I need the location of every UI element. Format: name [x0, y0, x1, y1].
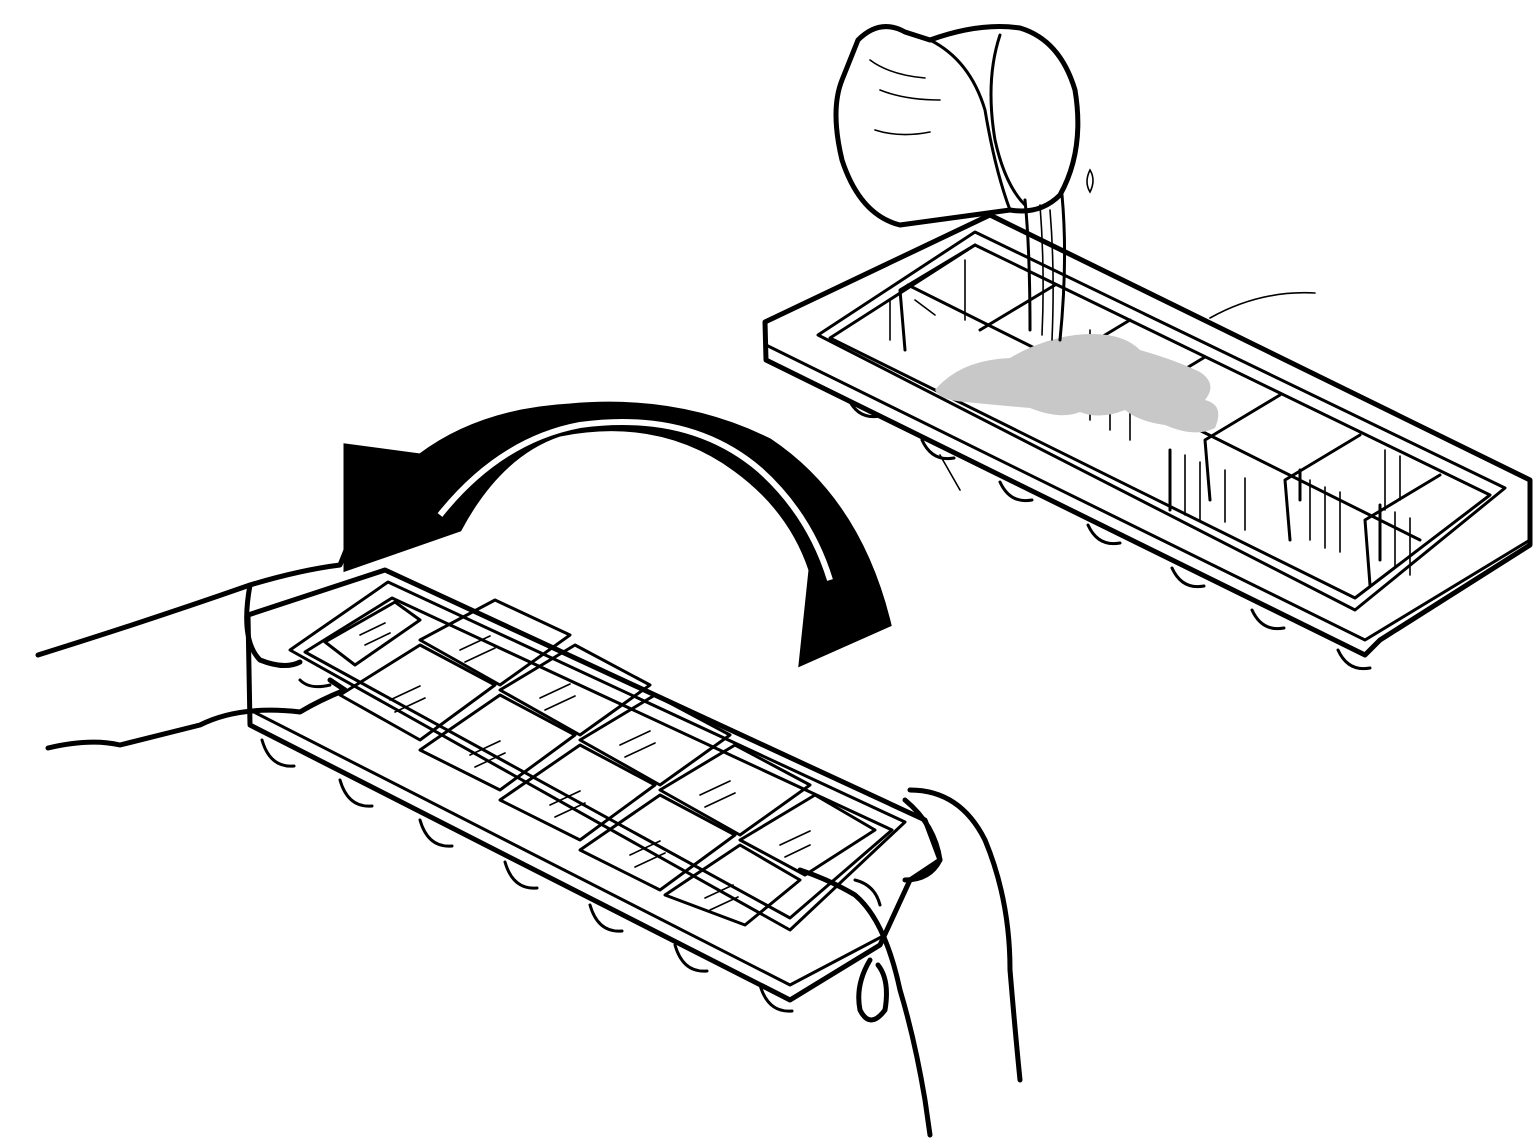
twist-tray-scene	[38, 403, 1020, 1135]
water-jug-icon	[836, 27, 1078, 226]
fill-tray-scene	[765, 27, 1530, 669]
